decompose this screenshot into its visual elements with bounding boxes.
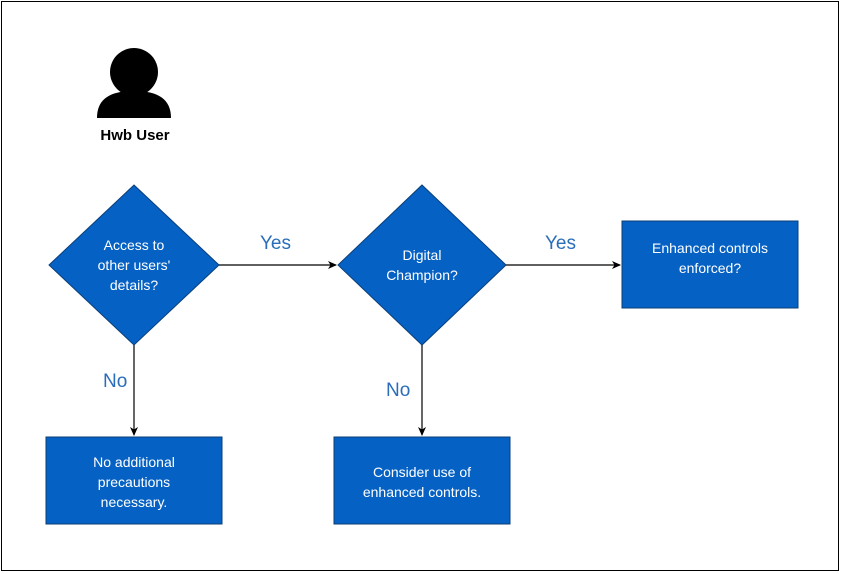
no-precautions-text: No additional precautions necessary.: [93, 454, 175, 510]
champion-decision-text: Digital Champion?: [386, 247, 458, 283]
enhanced-enforced-text: Enhanced controls enforced?: [652, 240, 768, 276]
enhanced-enforced-shape: [621, 220, 799, 309]
consider-controls-shape: [333, 436, 511, 525]
champion-yes-label: Yes: [545, 233, 576, 254]
user-icon: [97, 48, 171, 118]
no-precautions-shape: [45, 436, 223, 525]
champion-no-label: No: [386, 380, 411, 401]
access-yes-label: Yes: [260, 233, 291, 254]
access-decision-text: Access to other users' details?: [97, 237, 171, 293]
consider-controls-text: Consider use of enhanced controls.: [362, 464, 482, 500]
access-no-label: No: [103, 371, 128, 392]
user-label: Hwb User: [100, 127, 170, 144]
